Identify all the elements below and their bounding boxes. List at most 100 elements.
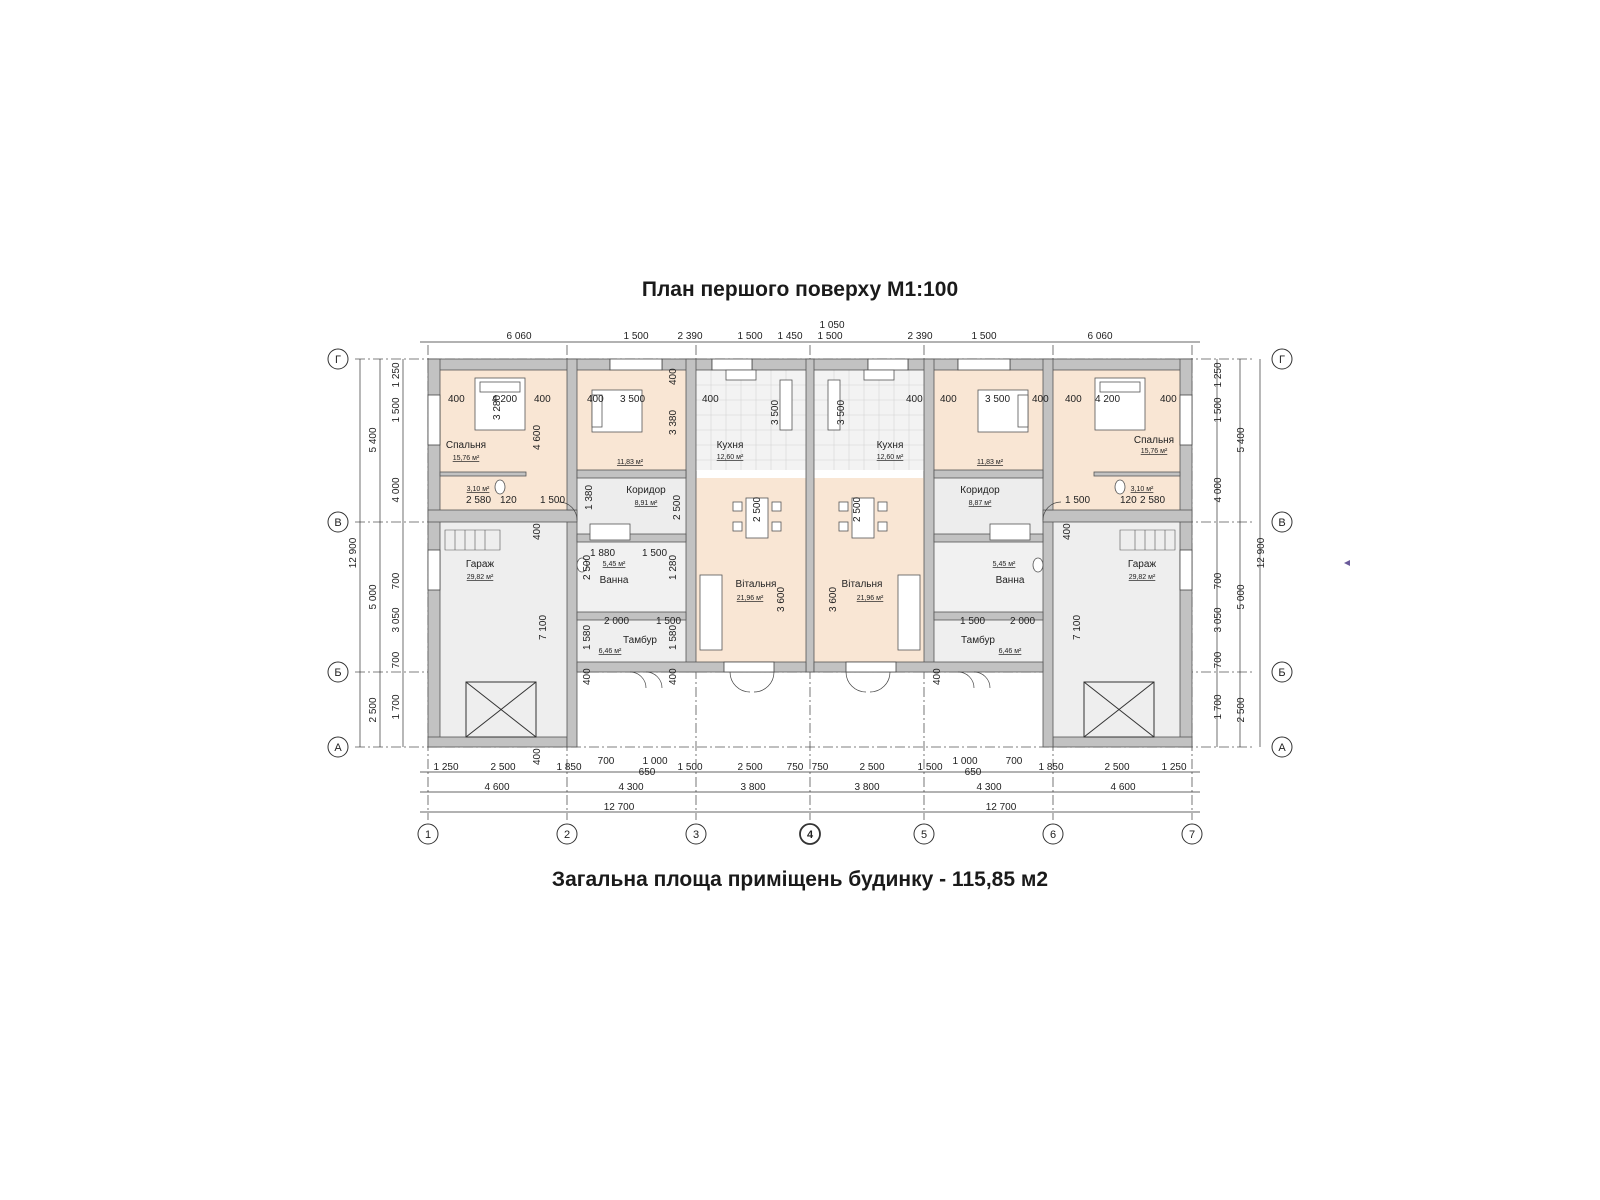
axis-bubble-column — [1181, 823, 1203, 845]
right-dim: 700 — [1213, 572, 1224, 589]
axis-label-column: 5 — [921, 829, 927, 841]
plan-title: План першого поверху М1:100 — [641, 278, 959, 301]
axis-label-row: В — [334, 517, 341, 529]
bottom-dim: 12 700 — [986, 802, 1017, 813]
bottom-dim: 700 — [598, 756, 615, 767]
inner-dim: 2 000 — [1010, 616, 1035, 627]
inner-dim: 400 — [702, 394, 719, 405]
bottom-dim: 1 250 — [1161, 762, 1186, 773]
inner-dim: 2 500 — [582, 555, 593, 580]
left-dim: 1 500 — [391, 397, 402, 422]
left-dim: 1 700 — [391, 694, 402, 719]
room-name-vestibule-right: Тамбур — [961, 634, 995, 646]
inner-dim: 4 600 — [532, 425, 543, 450]
room-area-kitchen-left: 12,60 м² — [717, 454, 744, 461]
inner-dim: 1 580 — [668, 625, 679, 650]
bottom-dim: 2 500 — [737, 762, 762, 773]
room-area-bedroom-small-right: 11,83 м² — [977, 459, 1004, 466]
axis-label-column: 2 — [564, 829, 570, 841]
room-name-garage-right: Гараж — [1128, 559, 1157, 570]
bottom-dim: 4 300 — [976, 782, 1001, 793]
axis-bubble-row — [1271, 348, 1293, 370]
room-area-living-left: 21,96 м² — [737, 595, 764, 602]
bath-left-fill — [577, 542, 686, 612]
room-area-bath-right: 5,45 м² — [993, 561, 1016, 568]
left-dim: 700 — [391, 572, 402, 589]
inner-dim: 1 280 — [668, 555, 679, 580]
axis-bubble-column — [417, 823, 439, 845]
room-name-living-right: Вітальня — [842, 579, 883, 590]
axis-bubble-row — [1271, 511, 1293, 533]
top-dim: 6 060 — [1087, 331, 1112, 342]
bottom-dimensions-row2: 4 600 4 300 3 800 3 800 4 300 4 600 — [484, 782, 1135, 793]
bottom-dim: 1 850 — [556, 762, 581, 773]
garage-left-fill — [440, 522, 567, 740]
room-area-kitchen-right: 12,60 м² — [877, 454, 904, 461]
bottom-dim: 750 — [787, 762, 804, 773]
inner-dim: 3 500 — [985, 394, 1010, 405]
room-name-bath-left: Ванна — [600, 575, 629, 586]
axis-bubble-row — [327, 661, 349, 683]
furniture — [474, 369, 1146, 651]
inner-dim: 400 — [1065, 394, 1082, 405]
room-area-living-right: 21,96 м² — [857, 595, 884, 602]
axis-bubble-row — [327, 736, 349, 758]
room-area-corridor-right: 8,87 м² — [969, 500, 992, 507]
bottom-dim: 3 800 — [740, 782, 765, 793]
bottom-dimensions-row1: 1 250 2 500 1 850 700 1 000 650 1 500 2 … — [433, 756, 1186, 778]
left-dim: 3 050 — [391, 607, 402, 632]
axis-label-row: Г — [335, 354, 341, 366]
inner-dim: 7 100 — [538, 615, 549, 640]
inner-dim: 3 500 — [770, 400, 781, 425]
inner-dim: 1 380 — [584, 485, 595, 510]
right-dim: 700 — [1213, 651, 1224, 668]
top-dim: 6 060 — [506, 331, 531, 342]
axis-bubble-row — [327, 348, 349, 370]
inner-dim: 400 — [1032, 394, 1049, 405]
room-labels: Спальня 15,76 м² 11,83 м² Кухня 12,60 м²… — [446, 435, 1174, 655]
windows — [427, 358, 1193, 673]
right-dimensions: 1 250 1 500 4 000 700 3 050 700 1 700 5 … — [1213, 362, 1267, 722]
inner-dim: 400 — [668, 368, 679, 385]
axis-label-row: А — [334, 742, 342, 754]
axis-bubble-row — [1271, 661, 1293, 683]
axis-label-row: А — [1278, 742, 1286, 754]
inner-dim: 1 500 — [1065, 495, 1090, 506]
inner-dim: 3 380 — [668, 410, 679, 435]
inner-dim: 2 000 — [604, 616, 629, 627]
column-axis-markers — [417, 823, 1203, 845]
room-name-garage-left: Гараж — [466, 559, 495, 570]
inner-dim: 1 500 — [960, 616, 985, 627]
bottom-dim: 2 500 — [1104, 762, 1129, 773]
axis-label-column: 4 — [807, 829, 814, 841]
room-area-bath-left: 5,45 м² — [603, 561, 626, 568]
room-area-vestibule-right: 6,46 м² — [999, 648, 1022, 655]
right-dim: 1 500 — [1213, 397, 1224, 422]
room-name-kitchen-right: Кухня — [877, 440, 904, 451]
bottom-dim: 2 500 — [490, 762, 515, 773]
dimension-lines — [359, 341, 1261, 813]
inner-dim: 1 500 — [656, 616, 681, 627]
left-dim: 2 500 — [368, 697, 379, 722]
inner-dim: 400 — [532, 748, 543, 765]
room-name-corridor-right: Коридор — [960, 485, 1000, 496]
axis-bubble-column — [799, 823, 821, 845]
bottom-dim: 12 700 — [604, 802, 635, 813]
inner-dim: 400 — [582, 668, 593, 685]
axis-bubble-row — [1271, 736, 1293, 758]
inner-dim: 4 200 — [1095, 394, 1120, 405]
door-swings — [558, 501, 1062, 693]
inner-dim: 3 500 — [620, 394, 645, 405]
room-area-corridor-left: 8,91 м² — [635, 500, 658, 507]
bottom-dim: 1 500 — [677, 762, 702, 773]
top-dim-center: 1 050 — [819, 320, 844, 331]
left-dim: 5 400 — [368, 427, 379, 452]
room-name-kitchen-left: Кухня — [717, 440, 744, 451]
top-dim: 2 390 — [907, 331, 932, 342]
inner-dim: 2 500 — [852, 497, 863, 522]
bottom-dim: 700 — [1006, 756, 1023, 767]
bottom-dimensions-row3: 12 700 12 700 — [604, 802, 1017, 813]
bath-right-fill — [934, 542, 1043, 612]
top-dim: 1 500 — [971, 331, 996, 342]
axis-bubble-column — [685, 823, 707, 845]
